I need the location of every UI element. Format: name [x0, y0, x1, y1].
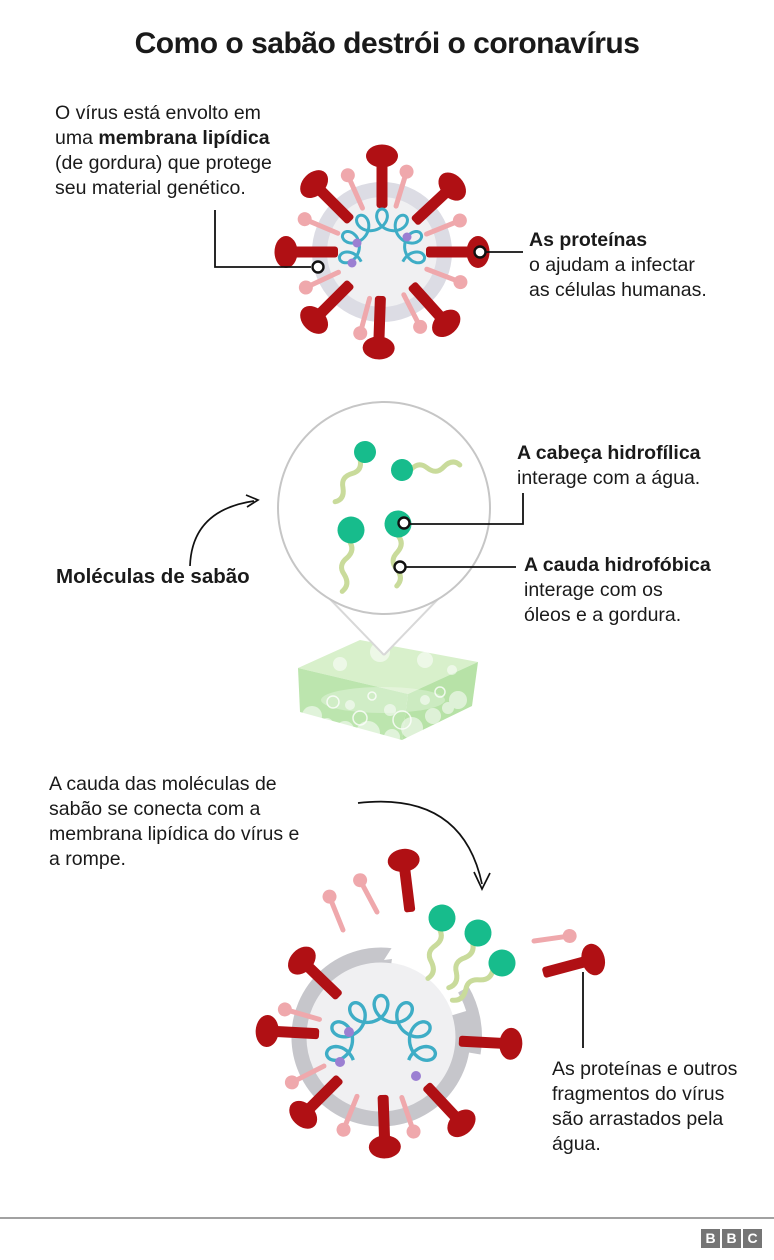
rna-dot — [335, 1057, 345, 1067]
tail-note-title: A cauda hidrofóbica — [524, 554, 711, 576]
proteins-note-title: As proteínas — [529, 229, 648, 251]
hydrophilic-head-note: A cabeça hidrofílica interage com a água. — [517, 441, 701, 491]
virus-intact-illustration — [274, 144, 490, 360]
callout-dot — [397, 516, 411, 530]
bbc-logo-block: C — [743, 1229, 762, 1248]
footer-divider — [0, 1217, 774, 1219]
bbc-logo-block: B — [722, 1229, 741, 1248]
membrane-note-bold: membrana lipídica — [98, 127, 270, 149]
rna-dot — [411, 1071, 421, 1081]
rna-dot — [352, 238, 362, 248]
rna-dot — [344, 1027, 354, 1037]
rna-dot — [347, 258, 357, 268]
hydrophobic-tail-note: A cauda hidrofóbica interage com os óleos… — [524, 553, 711, 628]
detached-pin — [533, 928, 578, 948]
fragments-note: As proteínas e outros fragmentos do víru… — [552, 1058, 738, 1155]
action-arrow — [357, 800, 491, 891]
membrane-note: O vírus está envolto em uma membrana lip… — [55, 101, 272, 201]
bbc-logo: B B C — [701, 1229, 762, 1248]
soap-label-arrow — [189, 494, 260, 567]
membrane-note-post: (de gordura) que protege seu material ge… — [55, 152, 272, 199]
soap-bubbles — [326, 686, 446, 730]
detached-spike — [386, 847, 426, 914]
head-note-body: interage com a água. — [517, 467, 701, 489]
detached-pin — [320, 888, 349, 933]
soap-molecule — [413, 901, 459, 981]
magnifier-circle — [277, 401, 491, 615]
membrane-ring-broken — [291, 947, 471, 1127]
tail-note-body: interage com os óleos e a gordura. — [524, 579, 682, 626]
membrane-callout — [214, 210, 325, 274]
soap-foam — [302, 642, 467, 745]
infographic-title: Como o sabão destrói o coronavírus — [134, 27, 640, 60]
proteins-callout — [473, 245, 523, 259]
callout-dot — [393, 560, 407, 574]
proteins-note: As proteínas o ajudam a infectar as célul… — [529, 228, 707, 303]
detached-spike — [538, 941, 609, 989]
soap-bar — [298, 640, 478, 745]
head-note-title: A cabeça hidrofílica — [517, 442, 701, 464]
bbc-logo-block: B — [701, 1229, 720, 1248]
proteins-note-body: o ajudam a infectar as células humanas. — [529, 254, 707, 301]
magnifier — [277, 401, 524, 656]
callout-dot — [473, 245, 487, 259]
soap-molecules-label: Moléculas de sabão — [56, 565, 250, 588]
callout-dot — [311, 260, 325, 274]
rna-dot — [402, 232, 412, 242]
detached-pin — [351, 871, 384, 916]
membrane-note-pre: O vírus está envolto em uma — [55, 102, 261, 149]
virus-broken-illustration — [254, 847, 609, 1159]
rupture-note: A cauda das moléculas de sabão se conect… — [49, 773, 300, 870]
